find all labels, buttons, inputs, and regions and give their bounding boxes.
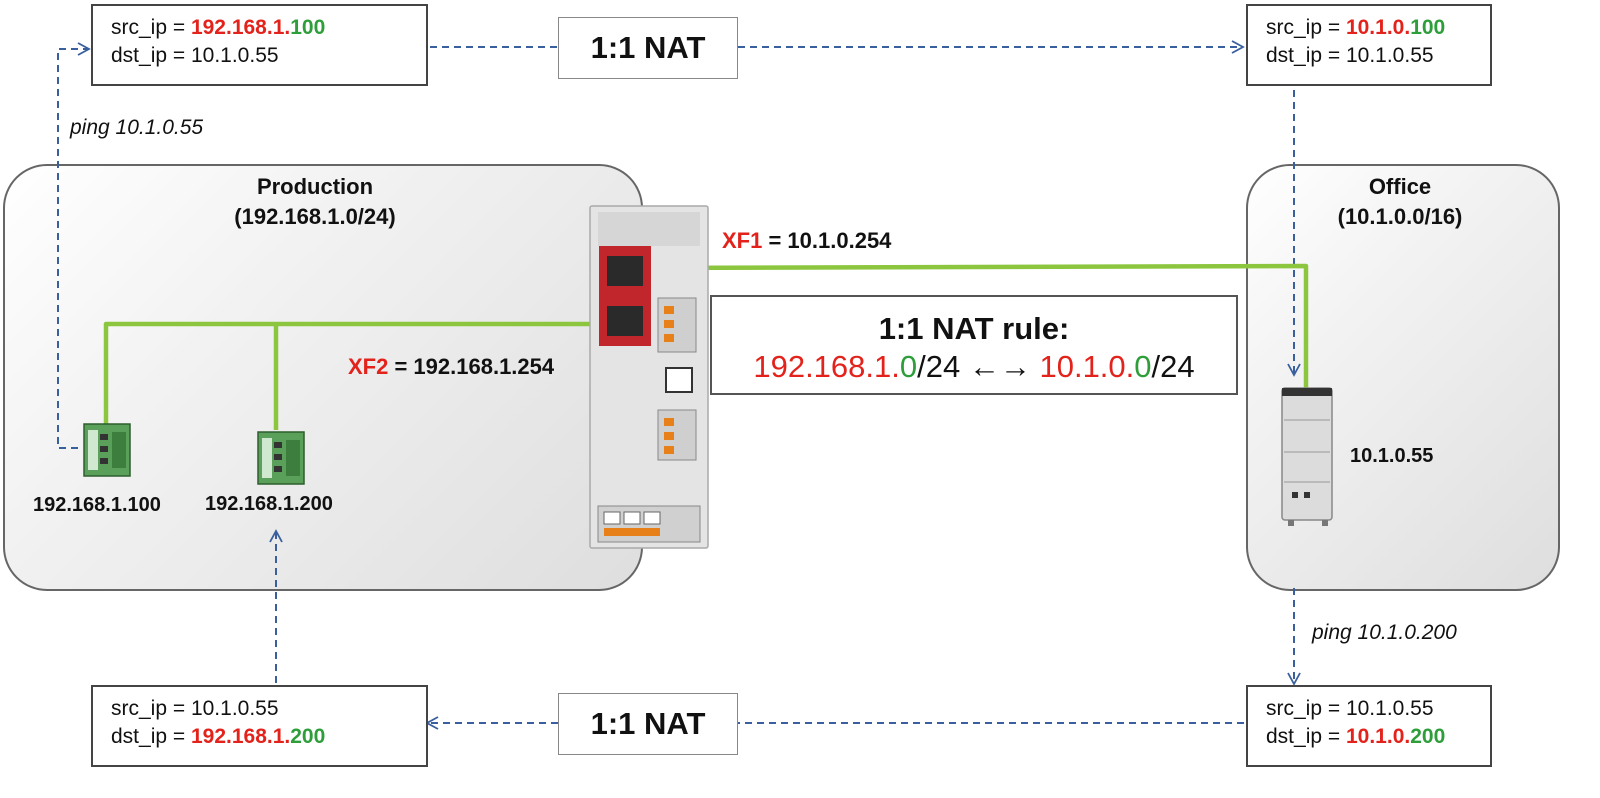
plc2-ip-label: 192.168.1.200 bbox=[205, 493, 333, 515]
dst-ip-net: 10.1.0. bbox=[1345, 725, 1411, 748]
rule-right-host: 0 bbox=[1134, 349, 1152, 384]
packet-top-left: src_ip = 192.168.1.100 dst_ip = 10.1.0.5… bbox=[91, 4, 428, 86]
office-zone-subnet: (10.1.0.0/16) bbox=[1337, 204, 1463, 229]
src-ip-prefix: src_ip = bbox=[1266, 16, 1346, 39]
src-ip-net: 192.168.1. bbox=[190, 16, 291, 39]
packet-top-right: src_ip = 10.1.0.100 dst_ip = 10.1.0.55 bbox=[1246, 4, 1492, 86]
packet-bottom-right: src_ip = 10.1.0.55 dst_ip = 10.1.0.200 bbox=[1246, 685, 1492, 767]
interface-xf1-label: XF1 = 10.1.0.254 bbox=[722, 228, 891, 254]
production-zone-subnet: (192.168.1.0/24) bbox=[234, 204, 396, 229]
production-zone-name: Production bbox=[256, 174, 374, 199]
office-pc-ip-label: 10.1.0.55 bbox=[1350, 445, 1434, 467]
xf2-name: XF2 bbox=[348, 354, 389, 379]
plc1-ip-label: 192.168.1.100 bbox=[33, 494, 161, 516]
cable-xf1 bbox=[625, 263, 1309, 392]
src-ip-net: 10.1.0. bbox=[1345, 16, 1411, 39]
packet-dst-ip: dst_ip = 10.1.0.55 bbox=[111, 44, 279, 67]
dst-ip-host: 200 bbox=[290, 725, 326, 748]
src-ip-host: 100 bbox=[1410, 16, 1446, 39]
packet-dst-ip: dst_ip = 10.1.0.200 bbox=[1266, 723, 1478, 751]
flow-ping-left bbox=[57, 42, 91, 449]
xf1-name: XF1 bbox=[722, 228, 763, 253]
packet-dst-ip: dst_ip = 192.168.1.200 bbox=[111, 723, 414, 751]
rule-right-net: 10.1.0. bbox=[1039, 349, 1135, 384]
dst-ip-prefix: dst_ip = bbox=[1266, 725, 1346, 748]
rule-arrow: ←→ bbox=[960, 349, 1040, 384]
nat-rule-box: 1:1 NAT rule: 192.168.1.0/24 ←→ 10.1.0.0… bbox=[710, 295, 1238, 395]
interface-xf2-label: XF2 = 192.168.1.254 bbox=[348, 354, 554, 380]
plc-device-1-icon bbox=[83, 423, 131, 477]
nat-label-top: 1:1 NAT bbox=[558, 17, 738, 79]
packet-src-ip: src_ip = 10.1.0.55 bbox=[111, 697, 279, 720]
nat-rule-mapping: 192.168.1.0/24 ←→ 10.1.0.0/24 bbox=[712, 349, 1236, 385]
src-ip-prefix: src_ip = bbox=[111, 16, 191, 39]
office-zone-name: Office bbox=[1368, 174, 1432, 199]
packet-bottom-left: src_ip = 10.1.0.55 dst_ip = 192.168.1.20… bbox=[91, 685, 428, 767]
dst-ip-host: 200 bbox=[1410, 725, 1446, 748]
packet-src-ip: src_ip = 10.1.0.100 bbox=[1266, 14, 1478, 42]
office-pc-icon bbox=[1281, 387, 1333, 526]
plc-device-2-icon bbox=[257, 431, 305, 485]
src-ip-host: 100 bbox=[290, 16, 326, 39]
rule-left-mask: /24 bbox=[917, 349, 961, 384]
ping-right-label: ping 10.1.0.200 bbox=[1312, 621, 1457, 644]
cable-xf2 bbox=[103, 268, 629, 428]
packet-src-ip: src_ip = 192.168.1.100 bbox=[111, 14, 414, 42]
packet-dst-ip: dst_ip = 10.1.0.55 bbox=[1266, 44, 1434, 67]
production-zone bbox=[3, 164, 643, 591]
mguard-device-icon bbox=[589, 205, 709, 549]
dst-ip-prefix: dst_ip = bbox=[111, 725, 191, 748]
packet-src-ip: src_ip = 10.1.0.55 bbox=[1266, 697, 1434, 720]
dst-ip-net: 192.168.1. bbox=[190, 725, 291, 748]
production-zone-title: Production (192.168.1.0/24) bbox=[180, 172, 450, 232]
xf1-value: = 10.1.0.254 bbox=[762, 228, 892, 253]
nat-label-bottom: 1:1 NAT bbox=[558, 693, 738, 755]
rule-right-mask: /24 bbox=[1151, 349, 1195, 384]
nat-rule-title: 1:1 NAT rule: bbox=[878, 311, 1070, 346]
rule-left-host: 0 bbox=[899, 349, 918, 384]
packet-flow-lines bbox=[57, 40, 1301, 730]
rule-left-net: 192.168.1. bbox=[753, 349, 900, 384]
office-zone-title: Office (10.1.0.0/16) bbox=[1290, 172, 1510, 232]
ping-left-label: ping 10.1.0.55 bbox=[70, 116, 204, 139]
xf2-value: = 192.168.1.254 bbox=[388, 354, 555, 379]
